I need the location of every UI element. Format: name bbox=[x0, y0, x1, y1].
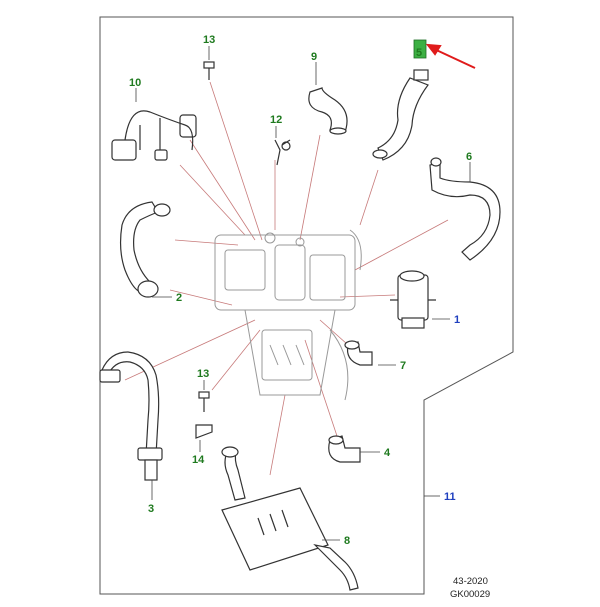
wiring-harness-part bbox=[111, 110, 197, 161]
callout-leaders bbox=[135, 46, 471, 541]
callout-3: 3 bbox=[148, 503, 154, 515]
bolt-part-top bbox=[203, 61, 215, 80]
drawing-code: GK00029 bbox=[450, 589, 490, 600]
callout-14: 14 bbox=[192, 454, 205, 466]
hose-part-6 bbox=[429, 157, 501, 261]
bolt-part-bottom bbox=[198, 391, 210, 412]
hose-part-3 bbox=[99, 351, 163, 481]
callout-6: 6 bbox=[466, 151, 472, 163]
callout-11: 11 bbox=[444, 491, 456, 503]
callout-12: 12 bbox=[270, 114, 282, 126]
callout-2: 2 bbox=[176, 292, 182, 304]
callout-4: 4 bbox=[384, 447, 391, 459]
elbow-part-7 bbox=[344, 340, 373, 366]
diagram-frame bbox=[99, 16, 514, 595]
callout-9: 9 bbox=[311, 51, 317, 63]
red-arrow-icon bbox=[425, 43, 476, 69]
callout-7: 7 bbox=[400, 360, 406, 372]
highlight-marker-part-5 bbox=[413, 39, 427, 59]
callout-8: 8 bbox=[344, 535, 350, 547]
silencer-part-8 bbox=[221, 446, 359, 591]
date-code: 43-2020 bbox=[453, 576, 488, 587]
callout-1: 1 bbox=[454, 314, 460, 326]
callout-10: 10 bbox=[129, 77, 141, 89]
elbow-part-4 bbox=[328, 435, 361, 463]
hose-part-5 bbox=[372, 69, 429, 161]
hose-part-9 bbox=[308, 87, 348, 135]
valve-part-1 bbox=[390, 270, 436, 329]
callout-13-top: 13 bbox=[203, 34, 215, 46]
clip-part-12 bbox=[274, 139, 291, 166]
callout-13-bottom: 13 bbox=[197, 368, 209, 380]
callout-5: 5 bbox=[416, 47, 422, 59]
bracket-part-14 bbox=[195, 424, 213, 439]
hose-part-2 bbox=[119, 201, 171, 298]
heater-assembly bbox=[214, 229, 362, 401]
